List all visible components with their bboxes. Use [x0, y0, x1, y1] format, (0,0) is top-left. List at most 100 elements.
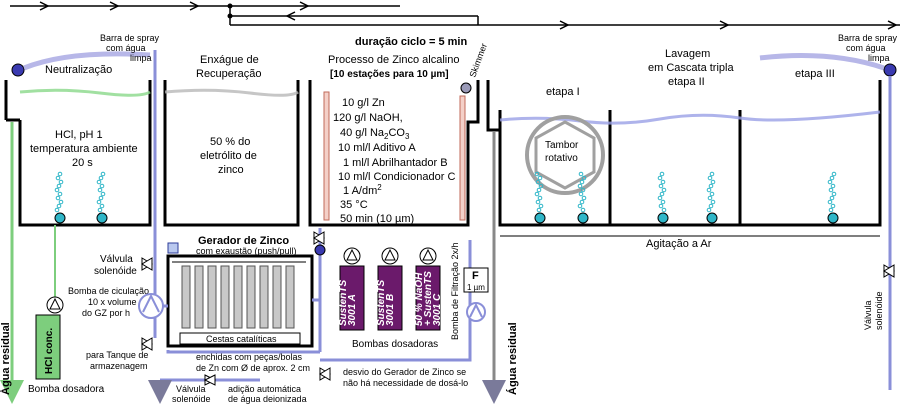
skimmer: [460, 82, 472, 94]
filter-letter: F: [472, 270, 479, 282]
spray-right-l2: com água: [846, 43, 886, 53]
zinc-title: Processo de Zinco alcalino: [328, 54, 459, 66]
filter-pump-label: Bomba de Filtração 2x/h: [450, 242, 460, 340]
dosing-product-label: + SustenTS: [423, 271, 434, 326]
param-conditioner: 10 ml/l Condicionador C: [338, 171, 455, 183]
waste-right-label: Água residual: [506, 322, 519, 395]
param-additive: 10 ml/l Aditivo A: [338, 142, 416, 154]
param-brightener: 1 ml/l Abrilhantador B: [343, 157, 448, 169]
cascade-title-2: em Cascata tripla: [648, 62, 734, 74]
aerator: [706, 171, 718, 224]
dosing-product-label: 50 % NaOH: [414, 272, 425, 326]
dosing-pump-label: Bomba dosadora: [28, 384, 105, 395]
bottom-solenoid-l1: Válvula: [176, 384, 206, 394]
spray-right-l1: Barra de spray: [838, 33, 898, 43]
fill-note-1: enchidas com peças/bolas: [196, 352, 303, 362]
basket: [272, 265, 282, 329]
neutralization-line3: 20 s: [72, 157, 93, 169]
bypass-valve[interactable]: [319, 367, 331, 381]
left-solenoid-l1: Válvula: [100, 254, 133, 265]
fill-note-2: de Zn com Ø de aprox. 2 cm: [196, 363, 310, 373]
hcl-dosing-pump[interactable]: [46, 296, 64, 314]
generator-valve[interactable]: [313, 231, 325, 245]
basket: [194, 265, 204, 329]
circ-pump-l3: do GZ por h: [82, 308, 130, 318]
storage-valve[interactable]: [141, 337, 153, 351]
recovery-content-1: 50 % do: [210, 136, 250, 148]
circ-pump-l1: Bomba de ciculação: [68, 286, 149, 296]
heater-left: [323, 91, 330, 221]
aerator: [534, 171, 546, 224]
aerator: [827, 171, 839, 224]
aerator: [577, 171, 589, 224]
bottom-solenoid-l2: solenóide: [172, 394, 211, 404]
spray-bar-right: [759, 53, 897, 390]
basket: [233, 265, 243, 329]
basket: [285, 265, 295, 329]
recovery-title-1: Enxágue de: [200, 54, 259, 66]
dosing-product-label: 3001 B: [385, 294, 396, 326]
stage1-label: etapa I: [546, 86, 580, 98]
tank-walls: [4, 80, 882, 227]
param-time: 50 min (10 µm): [340, 213, 414, 225]
recovery-content-3: zinco: [218, 164, 244, 176]
bottom-solenoid-valve[interactable]: [203, 374, 217, 386]
circulation-pump[interactable]: [138, 293, 164, 319]
cycle-label: duração ciclo = 5 min: [355, 36, 467, 48]
dosing-pump[interactable]: [381, 247, 399, 265]
recovery-content-2: eletrólito de: [200, 150, 257, 162]
cascade-title-1: Lavagem: [665, 48, 710, 60]
neutralization-line1: HCl, pH 1: [55, 129, 103, 141]
spray-bar-left: [11, 50, 157, 250]
basket: [246, 265, 256, 329]
param-na2co3: 40 g/l Na2CO3: [340, 127, 410, 141]
filter-size: 1 µm: [467, 283, 485, 292]
waste-left-label: Água residual: [0, 322, 12, 395]
stage2-label: etapa II: [668, 76, 705, 88]
neutralization-title: Neutralização: [45, 64, 112, 76]
dosing-pump[interactable]: [343, 247, 361, 265]
baskets-label-bg: [179, 332, 301, 345]
skimmer-label: Skimmer: [467, 42, 489, 79]
filter-pump[interactable]: [466, 302, 486, 322]
zinc-subtitle: [10 estações para 10 µm]: [330, 69, 449, 80]
param-current: 1 A/dm2: [343, 183, 382, 197]
agitation-label: Agitação a Ar: [646, 238, 712, 250]
rotating-drum: [525, 115, 605, 195]
heater-right: [459, 95, 466, 221]
param-temp: 35 °C: [340, 199, 368, 211]
basket: [207, 265, 217, 329]
auto-water-l2: de água deionizada: [228, 394, 307, 404]
bypass-l1: desvio do Gerador de Zinco se: [343, 367, 466, 377]
drum-label-2: rotativo: [545, 153, 578, 164]
aerator: [96, 171, 108, 224]
generator-subtitle: com exaustão (push/pull): [196, 246, 297, 256]
left-solenoid-valve[interactable]: [141, 257, 153, 271]
drum-label-1: Tambor: [545, 140, 579, 151]
generator-title: Gerador de Zinco: [198, 235, 289, 247]
hcl-container: [35, 314, 61, 380]
spray-right-l3: limpa: [868, 53, 890, 63]
spray-left-l1: Barra de spray: [100, 33, 160, 43]
dosing-pump[interactable]: [419, 247, 437, 265]
storage-l1: para Tanque de: [86, 350, 148, 360]
stage3-label: etapa III: [795, 68, 835, 80]
basket: [181, 265, 191, 329]
zinc-params: 10 g/l Zn 120 g/l NaOH, 40 g/l Na2CO3 10…: [333, 97, 455, 225]
hcl-label: HCl conc.: [44, 328, 55, 374]
spray-left-l2: com água: [106, 43, 146, 53]
right-solenoid-valve[interactable]: [883, 264, 895, 278]
catalytic-baskets: [181, 265, 295, 329]
right-solenoid-l1: Válvula: [863, 300, 873, 330]
aerators: [54, 171, 839, 224]
dosing-product-label: SustenTS: [376, 280, 387, 326]
right-solenoid-l2: solenóide: [874, 291, 884, 330]
generator-return: [314, 244, 326, 256]
bypass-l2: não há necessidade de dosá-lo: [343, 378, 468, 388]
transport-lines: [10, 1, 900, 30]
